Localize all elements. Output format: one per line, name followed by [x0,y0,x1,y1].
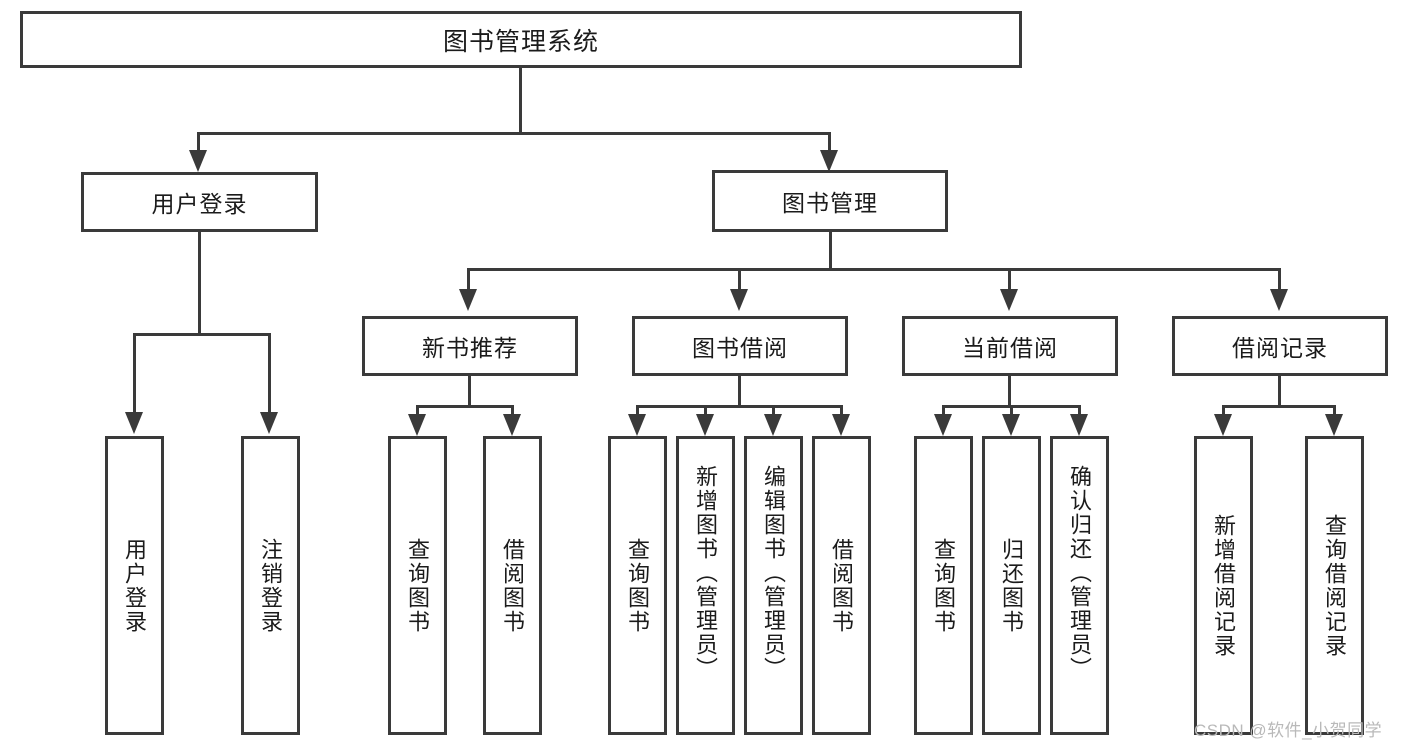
connector-new-book-bus [416,405,514,408]
leaf-borrow-book-borrow[interactable]: 借阅图书 [812,436,871,735]
node-label: 查询图书 [405,537,431,634]
connector-book-borrow-leg-2 [704,405,707,417]
node-label: 确认归还（管理员） [1067,465,1093,681]
connector-book-management-stem [829,232,832,270]
node-borrow-record[interactable]: 借阅记录 [1172,316,1388,376]
connector-new-book-leg-1 [416,405,419,417]
csdn-watermark: CSDN @软件_小贺同学 [1194,721,1383,740]
node-book-management[interactable]: 图书管理 [712,170,948,232]
node-current-borrow[interactable]: 当前借阅 [902,316,1118,376]
connector-user-login-leg-2 [268,333,271,415]
connector-root-stem [519,68,522,134]
connector-level1-leg-user-login [197,132,200,154]
arrowhead-borrow-record [1270,289,1288,311]
connector-user-login-stem [198,232,201,335]
leaf-query-borrow-record[interactable]: 查询借阅记录 [1305,436,1364,735]
arrowhead-leaf-query-record [1325,414,1343,436]
arrowhead-leaf-confirm-return [1070,414,1088,436]
leaf-query-book-borrow[interactable]: 查询图书 [608,436,667,735]
node-label: 用户登录 [151,191,248,217]
connector-book-borrow-leg-1 [636,405,639,417]
leaf-query-book-new[interactable]: 查询图书 [388,436,447,735]
arrowhead-leaf-add-book [696,414,714,436]
node-user-login[interactable]: 用户登录 [81,172,318,232]
node-label: 新书推荐 [422,335,518,361]
node-label: 图书借阅 [692,335,788,361]
connector-level1-bus [197,132,831,135]
leaf-logout[interactable]: 注销登录 [241,436,300,735]
connector-borrow-record-leg-1 [1222,405,1225,417]
connector-current-borrow-leg-2 [1010,405,1013,417]
connector-user-login-leg-1 [133,333,136,415]
arrowhead-leaf-query-book-3 [934,414,952,436]
connector-book-borrow-leg-3 [772,405,775,417]
node-label: 借阅记录 [1232,335,1328,361]
connector-book-borrow-leg-4 [840,405,843,417]
connector-borrow-record-stem [1278,376,1281,407]
node-label: 注销登录 [258,537,284,634]
arrowhead-book-management [820,150,838,172]
connector-level2-leg-borrow-record [1278,268,1281,292]
leaf-add-book-admin[interactable]: 新增图书（管理员） [676,436,735,735]
node-label: 归还图书 [999,537,1025,634]
arrowhead-leaf-query-book-2 [628,414,646,436]
connector-level2-leg-current-borrow [1008,268,1011,292]
node-label: 新增借阅记录 [1211,513,1237,658]
arrowhead-leaf-edit-book [764,414,782,436]
leaf-add-borrow-record[interactable]: 新增借阅记录 [1194,436,1253,735]
node-root-book-management-system[interactable]: 图书管理系统 [20,11,1022,68]
arrowhead-leaf-user-login [125,412,143,434]
node-label: 借阅图书 [500,537,526,634]
arrowhead-book-borrow [730,289,748,311]
node-label: 新增图书（管理员） [693,465,719,681]
arrowhead-current-borrow [1000,289,1018,311]
node-label: 编辑图书（管理员） [761,465,787,681]
arrowhead-new-book-recommend [459,289,477,311]
connector-borrow-record-bus [1222,405,1336,408]
node-label: 借阅图书 [829,537,855,634]
leaf-return-book[interactable]: 归还图书 [982,436,1041,735]
node-label: 用户登录 [122,537,148,634]
node-label: 图书管理系统 [442,27,599,56]
leaf-borrow-book-new[interactable]: 借阅图书 [483,436,542,735]
leaf-user-login[interactable]: 用户登录 [105,436,164,735]
connector-level2-leg-new-book [467,268,470,292]
node-label: 当前借阅 [962,335,1058,361]
arrowhead-leaf-borrow-book-2 [832,414,850,436]
leaf-confirm-return-admin[interactable]: 确认归还（管理员） [1050,436,1109,735]
arrowhead-leaf-borrow-book-1 [503,414,521,436]
leaf-edit-book-admin[interactable]: 编辑图书（管理员） [744,436,803,735]
connector-new-book-leg-2 [511,405,514,417]
connector-borrow-record-leg-2 [1333,405,1336,417]
arrowhead-user-login [189,150,207,172]
node-label: 查询图书 [931,537,957,634]
connector-current-borrow-leg-3 [1078,405,1081,417]
connector-current-borrow-leg-1 [942,405,945,417]
arrowhead-leaf-return-book [1002,414,1020,436]
connector-book-borrow-bus [636,405,841,408]
connector-level2-leg-book-borrow [738,268,741,292]
connector-level2-bus [467,268,1281,271]
node-book-borrow[interactable]: 图书借阅 [632,316,848,376]
node-label: 查询借阅记录 [1322,513,1348,658]
node-new-book-recommend[interactable]: 新书推荐 [362,316,578,376]
arrowhead-leaf-query-book-1 [408,414,426,436]
connector-current-borrow-stem [1008,376,1011,407]
connector-book-borrow-stem [738,376,741,407]
connector-new-book-stem [468,376,471,407]
connector-user-login-bus [133,333,271,336]
leaf-query-book-current[interactable]: 查询图书 [914,436,973,735]
node-label: 图书管理 [782,190,878,216]
arrowhead-leaf-logout [260,412,278,434]
node-label: 查询图书 [625,537,651,634]
arrowhead-leaf-add-record [1214,414,1232,436]
connector-level1-leg-book-management [828,132,831,154]
